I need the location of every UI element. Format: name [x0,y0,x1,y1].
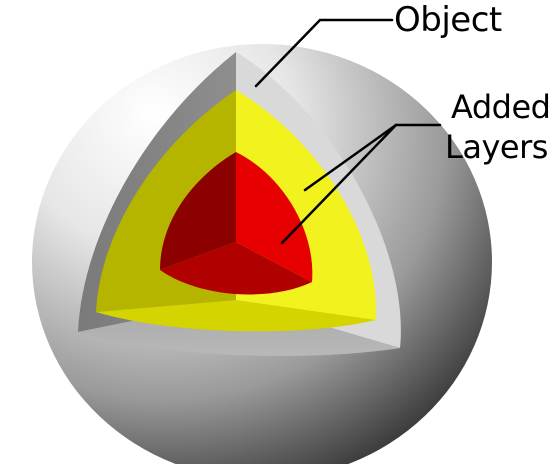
added-layers-callout-line-red [280,123,398,245]
added-layers-label-line1: Added [451,88,551,126]
object-label: Object [394,0,502,40]
red-bottom-face [160,242,312,295]
yellow-bottom-face [96,300,376,332]
cutaway-red-layer [160,152,313,295]
red-right-face [236,152,313,282]
callout-lines [254,18,442,245]
added-layers-label-line2: Layers [445,128,548,166]
red-left-face [160,152,236,270]
object-callout-line [254,18,394,88]
